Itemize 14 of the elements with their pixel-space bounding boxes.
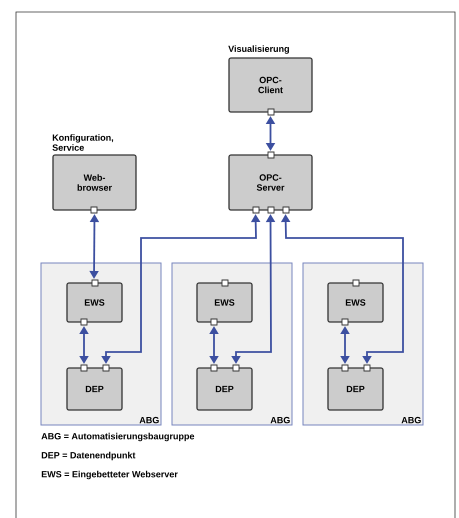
process-box: OPC- Client bbox=[228, 57, 313, 113]
process-box: EWS bbox=[196, 282, 253, 323]
process-box: DEP bbox=[66, 367, 123, 411]
box-heading: Konfiguration, Service bbox=[52, 134, 114, 151]
process-box: DEP bbox=[327, 367, 384, 411]
box-heading: Visualisierung bbox=[228, 45, 289, 54]
legend-text: ABG = Automatisierungsbaugruppe bbox=[41, 432, 194, 442]
process-box: EWS bbox=[66, 282, 123, 323]
legend-text: EWS = Eingebetteter Webserver bbox=[42, 470, 178, 480]
process-box: OPC- Server bbox=[228, 154, 313, 211]
process-box: EWS bbox=[327, 282, 384, 323]
legend-text: DEP = Datenendpunkt bbox=[42, 452, 136, 460]
process-box: DEP bbox=[196, 367, 253, 411]
process-box: Web- browser bbox=[52, 154, 137, 211]
